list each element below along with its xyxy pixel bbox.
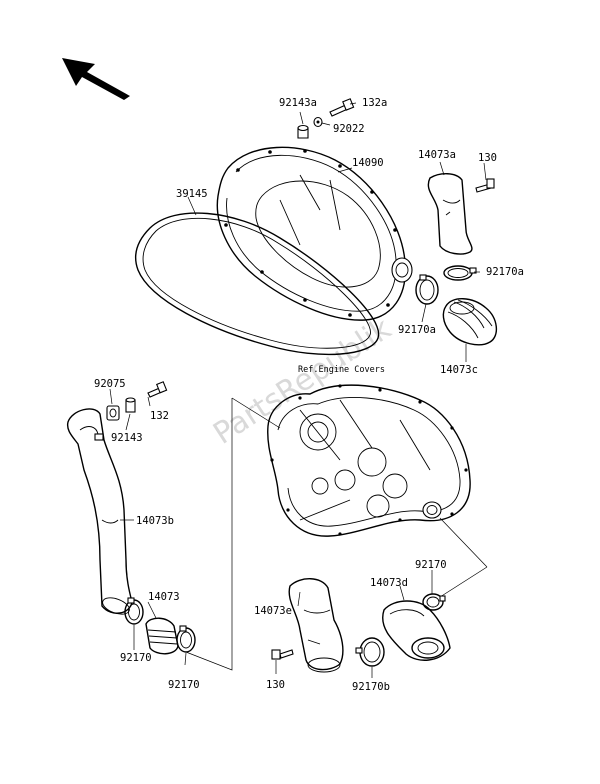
label-92170-left: 92170	[120, 652, 152, 664]
label-92170a-right: 92170a	[486, 266, 524, 278]
label-92143a: 92143a	[279, 97, 317, 109]
label-92075: 92075	[94, 378, 126, 390]
label-130-top: 130	[478, 152, 497, 164]
washer-92022	[313, 116, 323, 128]
clamp-92170b	[355, 637, 385, 667]
label-14073: 14073	[148, 591, 180, 603]
collar-92143	[125, 397, 136, 413]
joint-14073	[145, 617, 179, 655]
boot-14073c	[442, 298, 497, 346]
clamp-92170-bottom	[176, 625, 196, 653]
bolt-130-bottom	[271, 649, 294, 660]
leader-lines	[109, 102, 487, 678]
clamp-92170a-left	[415, 274, 439, 305]
label-14073e: 14073e	[254, 605, 292, 617]
label-14073c: 14073c	[440, 364, 478, 376]
label-92170-right: 92170	[415, 559, 447, 571]
bolt-132	[147, 381, 168, 398]
label-92170-bottom: 92170	[168, 679, 200, 691]
label-92022: 92022	[333, 123, 365, 135]
label-14073d: 14073d	[370, 577, 408, 589]
bolt-130-top	[475, 178, 495, 193]
label-92170b: 92170b	[352, 681, 390, 693]
duct-14073d	[382, 600, 451, 661]
label-14073a: 14073a	[418, 149, 456, 161]
outer-cover-14090	[216, 146, 413, 321]
label-92143: 92143	[111, 432, 143, 444]
watermark: PartsRepublik	[207, 311, 398, 452]
clamp-92170-left	[124, 597, 144, 625]
label-130-bottom: 130	[266, 679, 285, 691]
direction-arrow-icon	[62, 58, 130, 100]
inner-cover-reference	[267, 384, 471, 537]
duct-14073a	[427, 173, 473, 255]
ref-engine-covers-note: Ref.Engine Covers	[298, 365, 385, 375]
damper-92075	[106, 405, 120, 421]
clamp-92170-right	[422, 593, 446, 611]
label-92170a-left: 92170a	[398, 324, 436, 336]
clamp-92170a-right	[443, 265, 477, 281]
label-132: 132	[150, 410, 169, 422]
label-39145: 39145	[176, 188, 208, 200]
duct-14073e	[288, 578, 344, 673]
label-14090: 14090	[352, 157, 384, 169]
collar-92143a	[297, 124, 309, 139]
label-132a: 132a	[362, 97, 387, 109]
bolt-132a	[329, 98, 355, 117]
reference-lines	[185, 397, 488, 671]
gasket-39145	[134, 212, 380, 356]
label-14073b: 14073b	[136, 515, 174, 527]
